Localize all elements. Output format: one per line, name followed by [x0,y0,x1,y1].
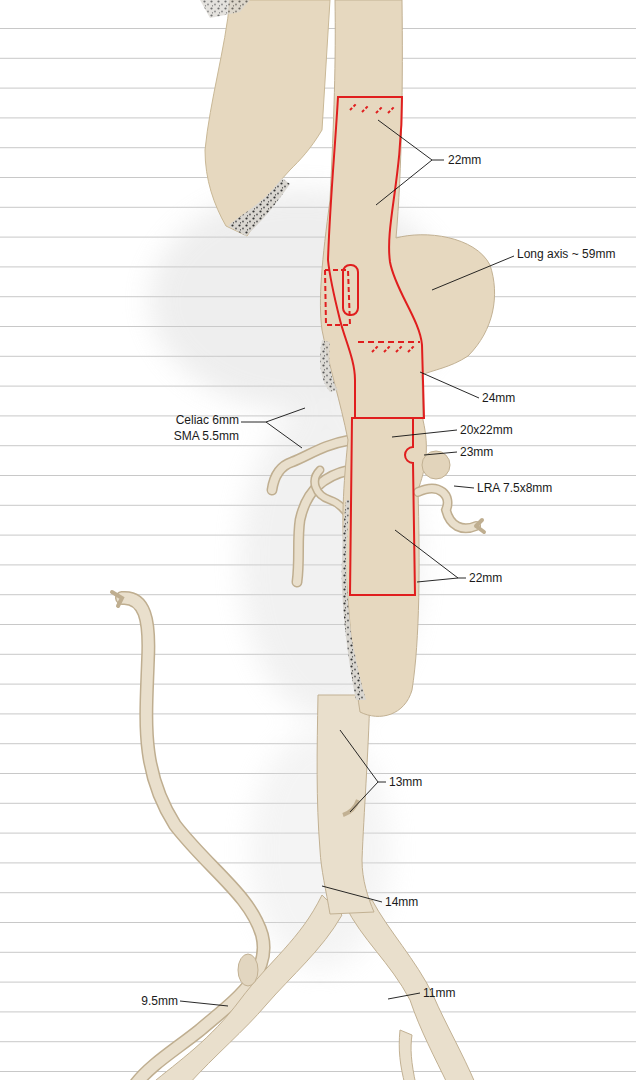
dimension-label: 22mm [469,571,502,585]
dimension-label: 23mm [460,445,493,459]
dimension-label: 9.5mm [141,994,178,1008]
infrarenal-aorta [317,695,374,914]
dimension-label: 20x22mm [460,423,513,437]
lumbar-branch [343,800,358,815]
calcification [320,340,338,392]
left-iliac [345,900,476,1080]
left-renal-artery [418,489,484,532]
aorta [320,0,494,716]
dimension-label: SMA 5.5mm [174,429,239,443]
stent-graft-outline [325,97,424,595]
dimension-label: 24mm [482,391,515,405]
iliac-bulge [238,954,258,986]
calcification [228,178,290,236]
dimension-label: 13mm [389,775,422,789]
dimension-label: 14mm [385,895,418,909]
dimension-label: Long axis ~ 59mm [517,247,615,261]
dimension-label: 11mm [423,986,455,1000]
aortic-arch [205,0,330,236]
dimension-label: Celiac 6mm [176,413,239,427]
dimension-label: LRA 7.5x8mm [477,481,552,495]
calcification [342,500,366,700]
iliac-branch [399,1030,416,1080]
leader-lines [180,120,514,1006]
right-iliac [150,895,342,1080]
calcification [200,0,250,18]
dimension-label: 22mm [448,153,481,167]
